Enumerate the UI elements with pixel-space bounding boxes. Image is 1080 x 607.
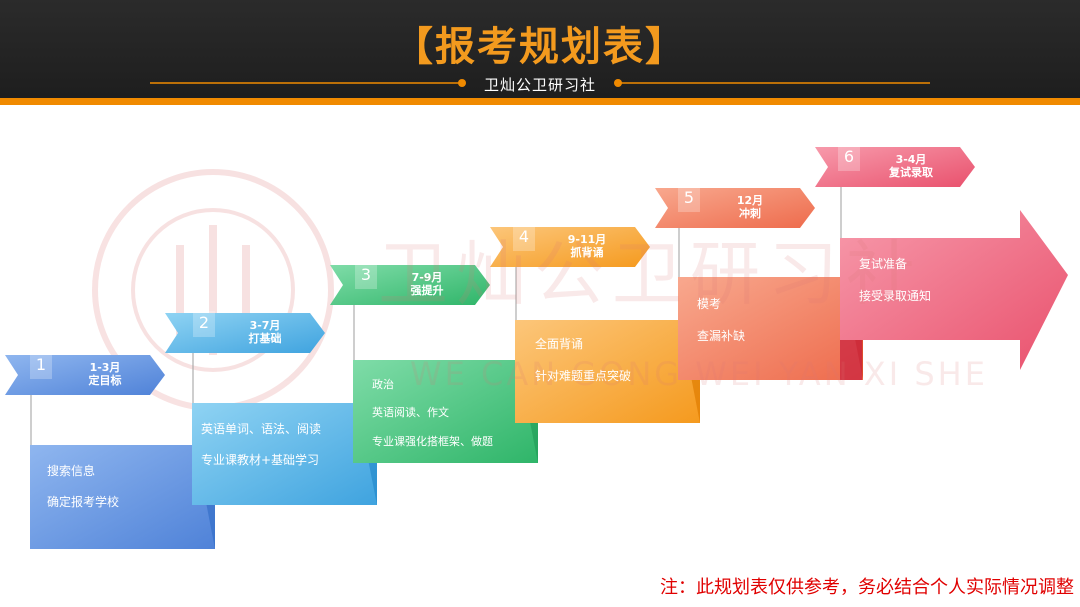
step-6-period: 3-4月	[895, 153, 927, 166]
step-4-period: 9-11月	[567, 233, 607, 246]
watermark-cn: 卫灿公卫研习社	[378, 233, 924, 315]
header-accent-bar	[0, 98, 1080, 105]
step-5-number: 5	[683, 188, 695, 207]
step-4-title: 9-11月 抓背诵	[542, 233, 632, 259]
step-4-number: 4	[518, 227, 530, 246]
step-3-title: 7-9月 强提升	[382, 271, 472, 297]
step-6-title: 3-4月 复试录取	[866, 153, 956, 179]
step-6-item: 复试准备	[859, 257, 908, 271]
header-decor-lines	[150, 79, 930, 87]
step-5	[655, 186, 863, 380]
step-3-number: 3	[360, 265, 372, 284]
step-2-period: 3-7月	[249, 319, 281, 332]
step-5-name: 冲刺	[739, 207, 761, 220]
step-1-item: 确定报考学校	[47, 495, 120, 509]
page-subtitle: 卫灿公卫研习社	[483, 76, 596, 94]
step-4-name: 抓背诵	[570, 246, 604, 259]
plan-staircase: 卫灿公卫研习社 WE CAN GONG WEI YAN XI SHE 1 1-3…	[0, 105, 1080, 607]
step-3-item: 专业课强化搭框架、做题	[372, 435, 493, 448]
step-3-item: 英语阅读、作文	[372, 406, 449, 419]
step-1-title: 1-3月 定目标	[60, 361, 150, 387]
step-3-period: 7-9月	[411, 271, 443, 284]
header-banner: 【报考规划表】 卫灿公卫研习社	[0, 0, 1080, 98]
step-1-number: 1	[35, 355, 47, 374]
page-title: 【报考规划表】	[393, 24, 687, 70]
footer-note: 注：此规划表仅供参考，务必结合个人实际情况调整	[660, 577, 1074, 598]
step-5-title: 12月 冲刺	[705, 194, 795, 220]
step-5-item: 模考	[697, 297, 722, 311]
step-2-number: 2	[198, 313, 210, 332]
step-3	[330, 263, 538, 463]
step-6-name: 复试录取	[889, 166, 933, 179]
step-6-item: 接受录取通知	[859, 289, 932, 303]
step-3-name: 强提升	[410, 284, 444, 297]
staircase-graphic	[5, 145, 1068, 549]
step-1-period: 1-3月	[89, 361, 121, 374]
step-2-title: 3-7月 打基础	[220, 319, 310, 345]
step-1-item: 搜索信息	[47, 464, 96, 478]
step-1	[5, 353, 215, 549]
step-1-name: 定目标	[88, 374, 122, 387]
step-4-item: 针对难题重点突破	[535, 369, 632, 383]
step-5-item: 查漏补缺	[697, 329, 746, 343]
step-6-number: 6	[843, 147, 855, 166]
step-2-name: 打基础	[248, 332, 282, 345]
step-3-item: 政治	[372, 378, 394, 391]
watermark-en: WE CAN GONG WEI YAN XI SHE	[410, 355, 988, 393]
step-2	[165, 311, 377, 505]
step-2-item: 专业课教材+基础学习	[201, 453, 320, 467]
step-5-period: 12月	[736, 194, 764, 207]
step-4-item: 全面背诵	[535, 337, 584, 351]
step-6	[815, 145, 1068, 380]
step-2-item: 英语单词、语法、阅读	[201, 422, 322, 436]
